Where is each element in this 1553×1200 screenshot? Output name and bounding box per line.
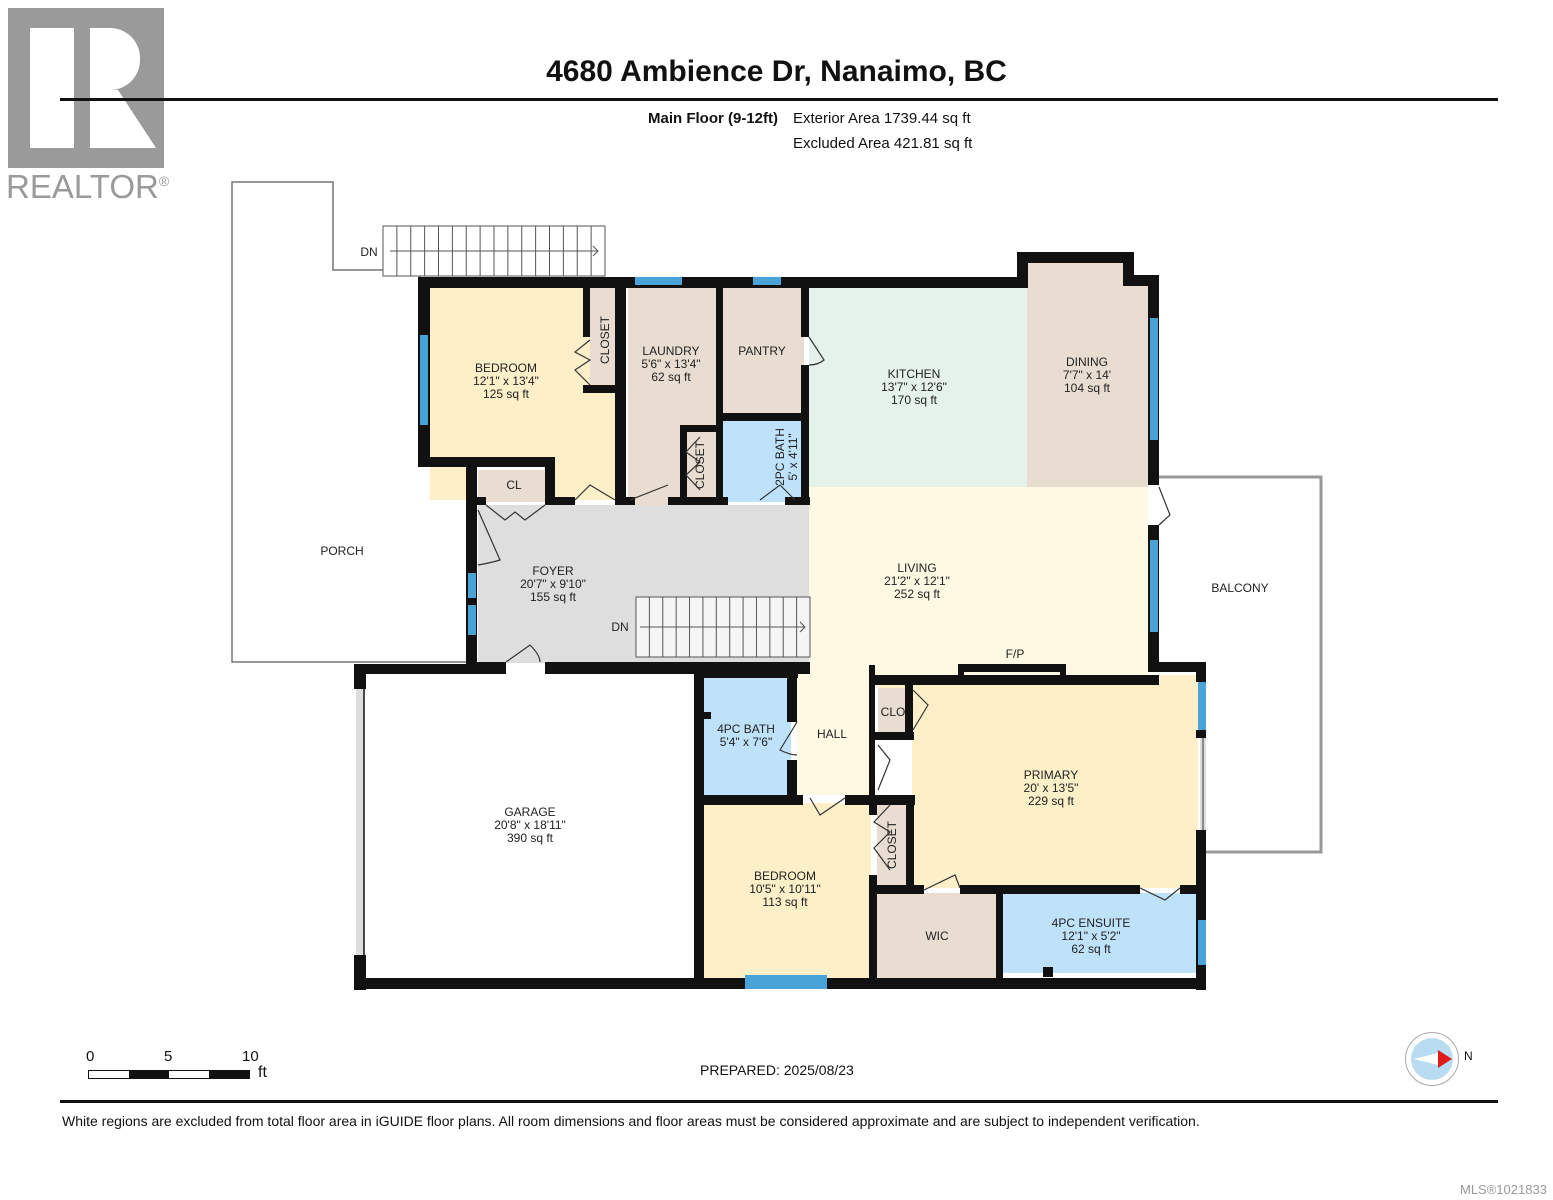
realtor-logo	[8, 8, 164, 168]
svg-text:WIC: WIC	[925, 929, 949, 943]
doors	[477, 336, 1181, 901]
primary-fill	[878, 675, 1198, 888]
svg-text:5'4" x 7'6": 5'4" x 7'6"	[720, 735, 772, 749]
svg-text:62 sq ft: 62 sq ft	[651, 370, 691, 384]
bedroom-2-fill	[703, 803, 871, 978]
svg-text:252 sq ft: 252 sq ft	[894, 587, 941, 601]
svg-text:PRIMARY: PRIMARY	[1024, 768, 1078, 782]
walls	[354, 252, 1206, 990]
svg-text:170 sq ft: 170 sq ft	[891, 393, 938, 407]
svg-text:BALCONY: BALCONY	[1211, 581, 1268, 595]
prepared-date: PREPARED: 2025/08/23	[700, 1062, 854, 1078]
svg-text:DINING: DINING	[1066, 355, 1108, 369]
svg-text:229 sq ft: 229 sq ft	[1028, 794, 1075, 808]
2pc-bath-fill	[722, 420, 804, 502]
mls-number: MLS®1021833	[1460, 1182, 1547, 1197]
laundry-fill	[628, 287, 718, 505]
room-name: BEDROOM	[475, 361, 537, 375]
svg-text:LIVING: LIVING	[897, 561, 936, 575]
svg-text:GARAGE: GARAGE	[504, 805, 555, 819]
excluded-area: Excluded Area 421.81 sq ft	[793, 135, 973, 152]
svg-text:62 sq ft: 62 sq ft	[1071, 942, 1111, 956]
closet-1-fill	[590, 287, 618, 389]
kitchen-fill	[809, 287, 1027, 487]
room-labels: BEDROOM 12'1" x 13'4" 125 sq ft CLOSET L…	[320, 245, 1268, 956]
svg-text:104 sq ft: 104 sq ft	[1064, 381, 1111, 395]
svg-text:FOYER: FOYER	[532, 564, 574, 578]
scale-bar: 0 5 10 ft	[86, 1048, 267, 1081]
stairs-interior	[635, 596, 811, 658]
svg-text:20' x 13'5": 20' x 13'5"	[1024, 781, 1079, 795]
svg-text:12'1" x 5'2": 12'1" x 5'2"	[1061, 929, 1120, 943]
balcony-outline	[1158, 475, 1323, 854]
svg-text:5' x 4'11": 5' x 4'11"	[786, 433, 800, 480]
stairs-label: DN	[611, 620, 628, 634]
svg-text:CL: CL	[506, 478, 522, 492]
svg-text:BEDROOM: BEDROOM	[754, 869, 816, 883]
svg-text:CLOSET: CLOSET	[693, 440, 707, 489]
svg-text:20'7" x 9'10": 20'7" x 9'10"	[520, 577, 586, 591]
svg-text:390 sq ft: 390 sq ft	[507, 831, 554, 845]
realtor-wordmark: REALTOR®	[6, 168, 170, 205]
svg-text:PANTRY: PANTRY	[738, 344, 786, 358]
closet-2-fill	[877, 803, 909, 887]
stairs-label: DN	[360, 245, 377, 259]
svg-text:CLO: CLO	[881, 705, 906, 719]
stairs-exterior	[382, 225, 606, 277]
svg-text:CLOSET: CLOSET	[885, 820, 899, 869]
exterior-area: Exterior Area 1739.44 sq ft	[793, 110, 971, 127]
garage-fill	[364, 676, 694, 976]
svg-text:21'2" x 12'1": 21'2" x 12'1"	[884, 574, 950, 588]
windows	[420, 277, 1206, 965]
title-divider	[60, 98, 1498, 101]
compass-icon	[1405, 1032, 1459, 1086]
svg-text:LAUNDRY: LAUNDRY	[642, 344, 699, 358]
clo-fill	[878, 688, 910, 736]
svg-text:20'8" x 18'11": 20'8" x 18'11"	[494, 818, 566, 832]
svg-text:7'7" x 14': 7'7" x 14'	[1063, 368, 1111, 382]
svg-text:12'1" x 13'4": 12'1" x 13'4"	[473, 374, 539, 388]
svg-text:4PC BATH: 4PC BATH	[717, 722, 775, 736]
svg-text:125 sq ft: 125 sq ft	[483, 387, 530, 401]
svg-text:PORCH: PORCH	[320, 544, 363, 558]
page-title: 4680 Ambience Dr, Nanaimo, BC	[546, 55, 1007, 88]
north-label: N	[1464, 1049, 1473, 1063]
svg-text:113 sq ft: 113 sq ft	[762, 895, 808, 909]
floor-label: Main Floor (9-12ft)	[648, 110, 778, 127]
svg-text:13'7" x 12'6": 13'7" x 12'6"	[881, 380, 947, 394]
wic-fill	[877, 893, 997, 978]
pantry-fill	[722, 287, 804, 414]
svg-text:4PC ENSUITE: 4PC ENSUITE	[1052, 916, 1131, 930]
cl-fill	[478, 470, 550, 502]
disclaimer: White regions are excluded from total fl…	[62, 1113, 1200, 1129]
svg-text:F/P: F/P	[1006, 647, 1025, 661]
living-fill	[797, 487, 1148, 795]
svg-text:10'5" x 10'11": 10'5" x 10'11"	[749, 882, 821, 896]
svg-text:CLOSET: CLOSET	[598, 315, 612, 364]
dining-fill	[1027, 262, 1148, 487]
svg-text:155 sq ft: 155 sq ft	[530, 590, 577, 604]
svg-text:KITCHEN: KITCHEN	[888, 367, 941, 381]
svg-text:5'6" x 13'4": 5'6" x 13'4"	[641, 357, 700, 371]
ensuite-fill	[1003, 893, 1198, 973]
bedroom-1-fill	[430, 287, 615, 500]
4pc-bath-fill	[703, 676, 791, 798]
svg-text:2PC BATH: 2PC BATH	[773, 428, 787, 486]
svg-text:HALL: HALL	[817, 727, 847, 741]
footer-divider	[60, 1100, 1498, 1103]
garage-door	[356, 689, 1206, 955]
